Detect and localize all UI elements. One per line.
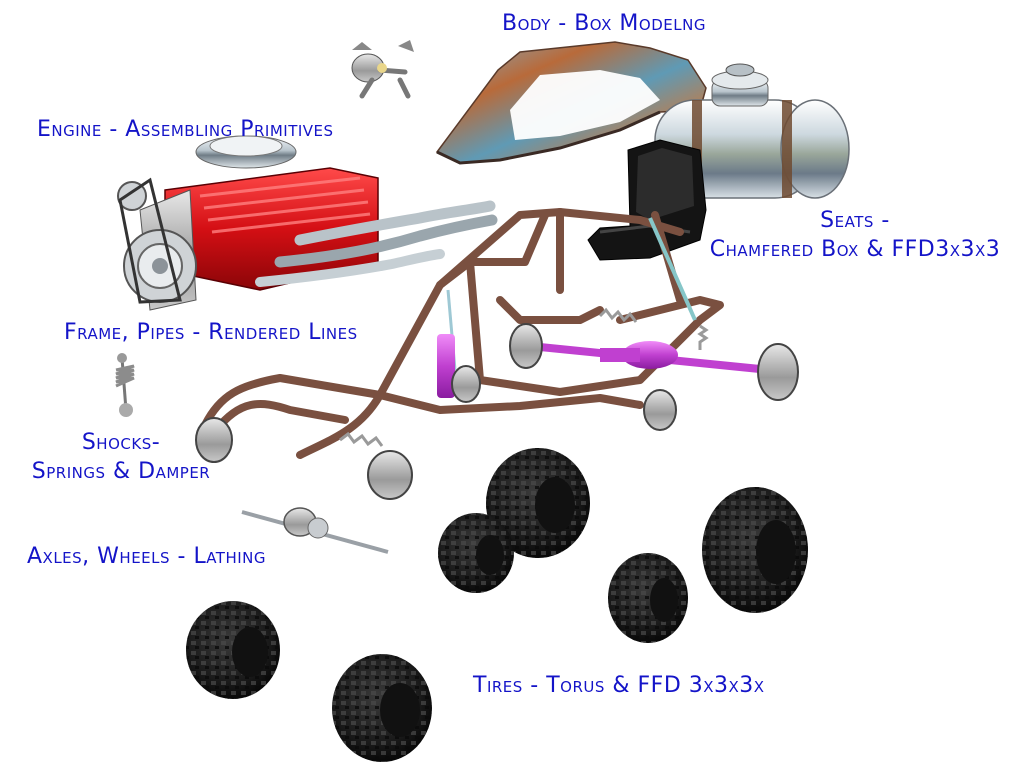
label-seats-line1: Seats - — [820, 208, 890, 233]
tire-2 — [438, 513, 514, 593]
steering-bracket — [351, 40, 414, 99]
label-engine: Engine - Assembling Primitives — [37, 117, 334, 142]
tire-6 — [332, 654, 432, 762]
label-seats-line2: Chamfered Box & FFD3x3x3 — [709, 237, 1001, 262]
label-shocks-line1: Shocks- — [81, 430, 161, 455]
seat-support — [648, 217, 697, 321]
label-tires: Tires - Torus & FFD 3x3x3x — [473, 673, 765, 698]
frame-tubes — [201, 208, 724, 459]
frame-rims — [195, 323, 799, 500]
label-shocks-line2: Springs & Damper — [31, 459, 211, 484]
label-axles: Axles, Wheels - Lathing — [27, 544, 267, 569]
label-seats: Seats - Chamfered Box & FFD3x3x3 — [706, 206, 1004, 264]
frame-springs — [339, 307, 709, 447]
tire-3 — [702, 487, 808, 613]
rear-axle-assembly — [437, 334, 774, 398]
body-shell — [435, 41, 707, 165]
tire-5 — [186, 601, 280, 699]
label-frame: Frame, Pipes - Rendered Lines — [64, 320, 358, 345]
shock-absorber — [115, 353, 135, 417]
label-body: Body - Box Modelng — [502, 11, 706, 36]
tire-1 — [486, 448, 590, 558]
label-shocks: Shocks- Springs & Damper — [14, 428, 228, 486]
engine — [117, 135, 498, 311]
tire-4 — [608, 553, 688, 643]
seat — [587, 139, 707, 261]
axle-with-hub — [241, 507, 389, 554]
